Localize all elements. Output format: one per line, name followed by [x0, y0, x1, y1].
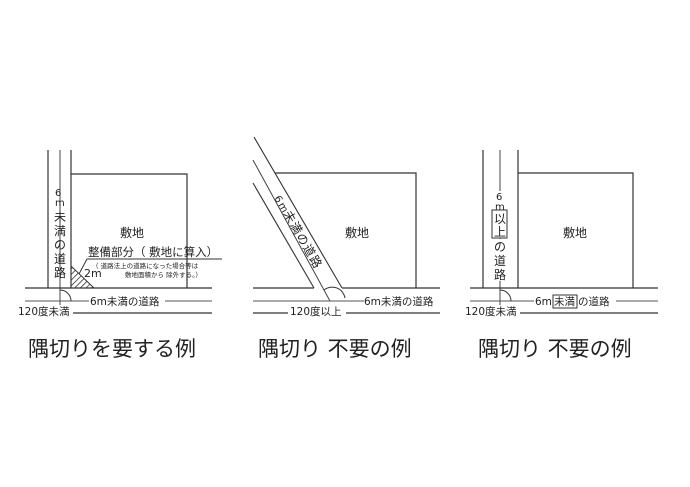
- svg-text:m: m: [55, 198, 65, 209]
- highlight-box-above: [491, 209, 508, 239]
- site-boundary: [518, 172, 634, 288]
- svg-text:の: の: [54, 238, 66, 252]
- horizontal-road-label-prefix: 6m: [535, 296, 552, 308]
- angle-arc: [323, 286, 346, 299]
- svg-text:道: 道: [494, 254, 506, 268]
- svg-text:以: 以: [494, 212, 506, 226]
- svg-text:上: 上: [494, 225, 506, 239]
- diagram-corner-cut-not-required-angle: 敷地 6 m 未 満 の 道 路 6m未満の道路 120度以上: [252, 136, 448, 318]
- svg-text:路: 路: [54, 265, 66, 280]
- diagonal-road-centerline: [252, 159, 331, 302]
- svg-text:m: m: [495, 202, 505, 213]
- diagonal-road-right-edge: [253, 136, 343, 289]
- caption-corner-cut-not-required-angle: 隅切り 不要の例: [258, 337, 412, 361]
- site-label: 敷地: [563, 225, 587, 240]
- angle-arc: [499, 289, 512, 302]
- maintenance-leader: [78, 258, 88, 275]
- svg-text:6: 6: [55, 188, 61, 199]
- horizontal-road-label: 6m未満の道路: [90, 295, 160, 308]
- site-label: 敷地: [120, 225, 144, 240]
- svg-text:の: の: [494, 240, 506, 254]
- site-label: 敷地: [345, 225, 369, 240]
- svg-text:m: m: [275, 201, 289, 215]
- svg-text:路: 路: [494, 267, 506, 282]
- vertical-road-label: 6 m 以 上 の 道 路: [491, 191, 508, 282]
- maintenance-note-line1: （ 道路法上の道路になった場合等は: [92, 261, 199, 270]
- angle-label: 120度未満: [18, 305, 70, 318]
- horizontal-road-label: 6m未満の道路: [364, 295, 434, 308]
- diagonal-road-left-edge: [252, 182, 315, 289]
- corner-cut-hatched-area: [70, 264, 96, 289]
- site-boundary: [275, 172, 417, 288]
- diagonal-road-label: 6 m 未 満 の 道 路: [271, 194, 325, 271]
- caption-corner-cut-required: 隅切りを要する例: [28, 337, 196, 361]
- svg-text:未: 未: [54, 210, 66, 224]
- svg-text:満: 満: [54, 224, 66, 238]
- vertical-road-label: 6 m 未 満 の 道 路: [54, 188, 66, 280]
- svg-text:6: 6: [496, 192, 502, 203]
- maintenance-note-line2: 敷地面積から 除外する。）: [125, 270, 202, 279]
- angle-label: 120度以上: [290, 305, 342, 318]
- caption-corner-cut-not-required-width: 隅切り 不要の例: [478, 337, 632, 361]
- maintenance-label: 整備部分（ 敷地に算入）: [88, 245, 218, 259]
- site-boundary: [71, 173, 188, 288]
- svg-text:道: 道: [54, 252, 66, 266]
- diagram-corner-cut-required: 敷地 6 m 未 満 の 道 路 整備部分（ 敷地に算入） （ 道路法上の道路に…: [17, 150, 222, 318]
- svg-text:6: 6: [271, 194, 284, 205]
- horizontal-road-label-boxed: 未満: [554, 296, 575, 308]
- highlight-box-under: [552, 294, 578, 309]
- corner-length-label: 2m: [84, 267, 102, 280]
- diagram-corner-cut-not-required-width: 敷地 6 m 以 上 の 道 路 6m 未満 の道路 120度未満: [464, 150, 658, 318]
- horizontal-road-label-suffix: の道路: [578, 295, 610, 308]
- angle-arc: [59, 289, 72, 302]
- angle-label: 120度未満: [465, 305, 517, 318]
